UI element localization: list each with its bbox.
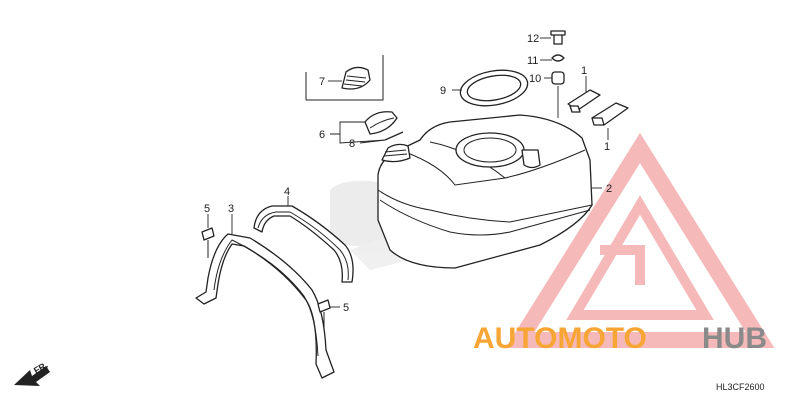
callout-12: 12: [527, 33, 539, 45]
part-5-bolts: [201, 214, 340, 328]
part-6-fuel-cap: [330, 111, 404, 144]
callout-1-top: 1: [581, 65, 587, 77]
callout-1-bottom: 1: [604, 141, 610, 153]
callout-5-top: 5: [204, 203, 210, 215]
watermark-text-right: HUB: [702, 322, 767, 355]
callout-6: 6: [319, 129, 325, 141]
watermark-logo-icon: [505, 132, 775, 348]
callout-5-bottom: 5: [343, 302, 349, 314]
diagram-code: HL3CF2600: [716, 382, 765, 392]
part-9-ring: [452, 69, 529, 107]
callout-2: 2: [606, 183, 612, 195]
callout-9: 9: [440, 85, 446, 97]
callout-4: 4: [284, 186, 290, 198]
callout-3: 3: [228, 203, 234, 215]
front-direction-arrow-icon: [14, 366, 50, 386]
callout-7: 7: [319, 76, 325, 88]
callout-11: 11: [527, 55, 538, 67]
part-4-band: [253, 196, 354, 283]
callout-8: 8: [349, 138, 355, 150]
part-3-strap: [195, 214, 335, 379]
part-2-fuel-tank: [377, 114, 602, 269]
part-7-box: [305, 55, 384, 101]
part-1-hoses: [567, 76, 629, 140]
parts-10-11-12-fittings: [540, 30, 566, 118]
callout-10: 10: [529, 73, 541, 85]
watermark-text-left: AUTOMOTO: [473, 322, 647, 355]
